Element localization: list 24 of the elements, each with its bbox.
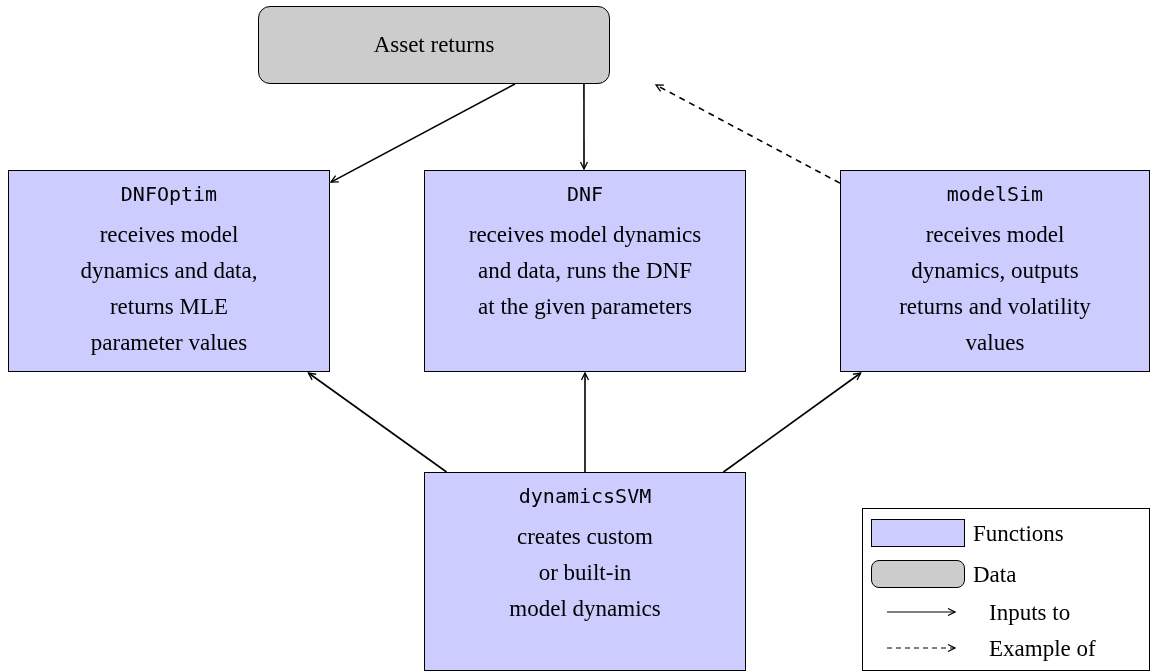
arrow	[655, 84, 841, 184]
function-name: DNFOptim	[120, 181, 218, 208]
legend-label: Data	[973, 562, 1017, 586]
function-box	[424, 472, 746, 671]
function-name: modelSim	[946, 181, 1044, 208]
legend-label: Inputs to	[989, 600, 1071, 624]
function-description: receives model dynamics, outputs returns and volatility values	[898, 221, 1092, 357]
function-description: creates custom or built-in model dynamics	[508, 523, 662, 623]
function-description: receives model dynamics and data, returns MLE parameter values	[79, 221, 259, 357]
data-box	[258, 6, 610, 84]
function-name: DNF	[566, 181, 604, 208]
legend-label: Functions	[973, 521, 1064, 545]
function-name: dynamicsSVM	[518, 483, 652, 510]
arrow	[307, 372, 448, 473]
arrow	[722, 372, 862, 473]
function-box	[840, 170, 1150, 372]
data-label: Asset returns	[373, 31, 495, 59]
function-description: receives model dynamics and data, runs the DNF at the given parameters	[467, 221, 703, 321]
legend-label: Example of	[989, 636, 1096, 660]
function-box	[424, 170, 746, 372]
function-box	[8, 170, 330, 372]
arrow	[579, 83, 589, 170]
arrow	[330, 83, 516, 183]
arrow	[580, 372, 590, 473]
